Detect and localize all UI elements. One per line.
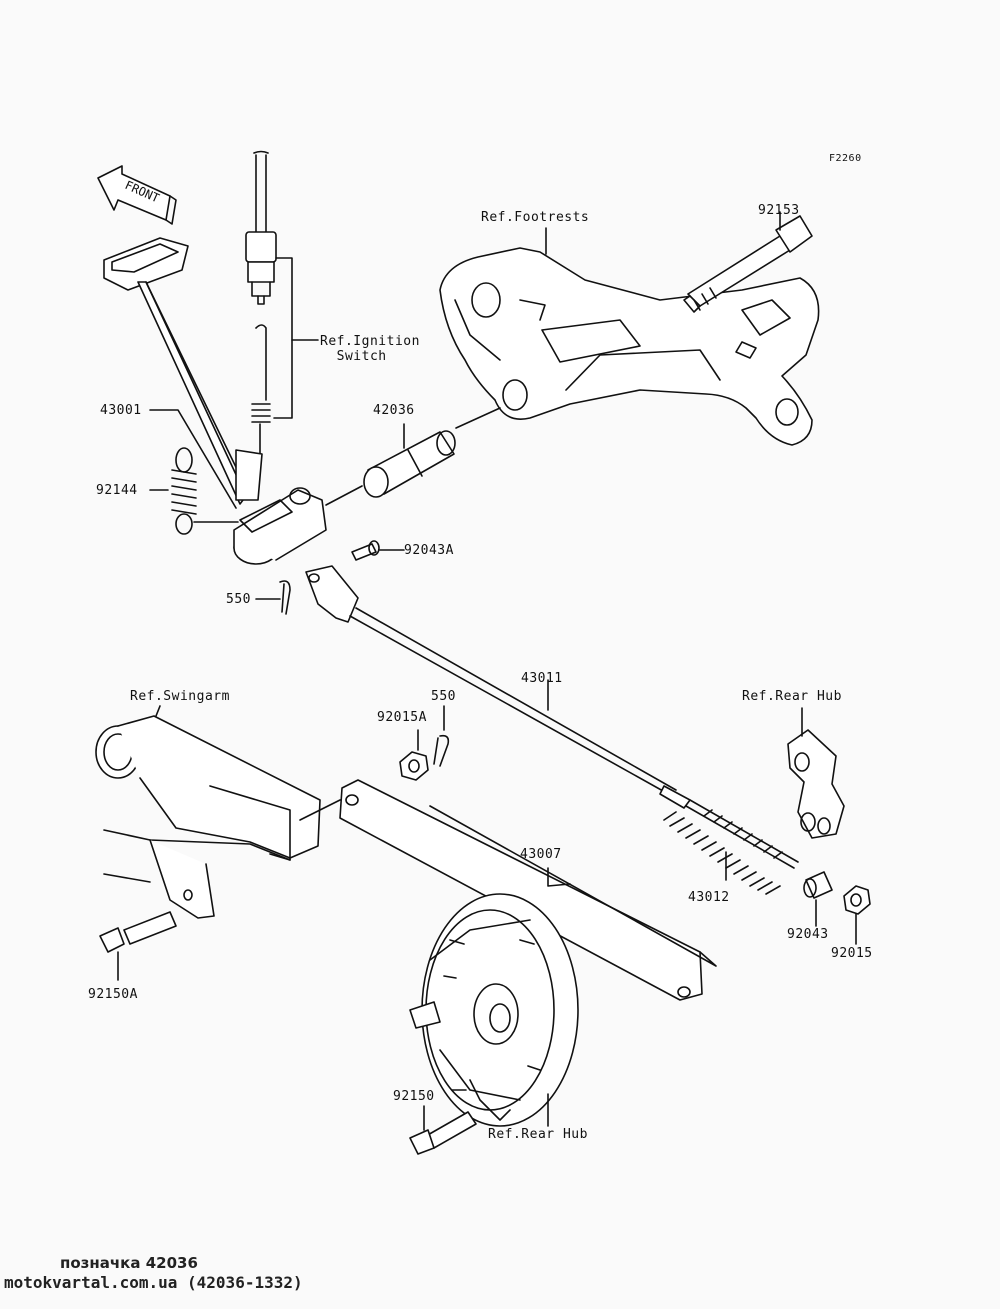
label-92043: 92043 — [787, 927, 829, 942]
label-92153: 92153 — [758, 203, 800, 218]
spring-92144 — [171, 447, 239, 535]
brake-rod-43011 — [305, 565, 799, 869]
brake-panel-rear-hub — [409, 893, 579, 1127]
pin-92043a — [351, 540, 405, 561]
label-550-top: 550 — [226, 592, 251, 607]
front-arrow-icon: FRONT — [97, 165, 177, 225]
label-92015a: 92015A — [377, 710, 427, 725]
swingarm-part — [95, 705, 341, 919]
label-ref-rear-hub-top: Ref.Rear Hub — [742, 689, 842, 704]
collar-42036 — [325, 407, 501, 506]
label-92015: 92015 — [831, 946, 873, 961]
bolt-92153 — [683, 215, 813, 313]
figure-code: F2260 — [829, 153, 862, 164]
ignition-switch-part — [245, 150, 277, 465]
label-92144: 92144 — [96, 483, 138, 498]
label-43007: 43007 — [520, 847, 562, 862]
collar-92043 — [803, 871, 833, 927]
label-550-bottom: 550 — [431, 689, 456, 704]
label-92043a: 92043A — [404, 543, 454, 558]
label-43001: 43001 — [100, 403, 142, 418]
cotter-pin-550-bottom — [433, 705, 450, 767]
bolt-92150a — [99, 911, 177, 981]
watermark-line2: motokvartal.com.ua (42036-1332) — [4, 1273, 303, 1292]
bolt-92150 — [409, 1105, 477, 1155]
label-ref-rear-hub-bottom: Ref.Rear Hub — [488, 1127, 588, 1142]
footrest-bracket-part — [439, 247, 820, 446]
label-92150a: 92150A — [88, 987, 138, 1002]
label-43011: 43011 — [521, 671, 563, 686]
label-ref-footrests: Ref.Footrests — [481, 210, 590, 225]
nut-92015a — [399, 729, 429, 781]
nut-92015 — [843, 885, 871, 945]
spring-43012 — [663, 811, 781, 895]
label-ref-swingarm: Ref.Swingarm — [130, 689, 230, 704]
label-92150: 92150 — [393, 1089, 435, 1104]
watermark-line1: позначка 42036 — [60, 1254, 198, 1272]
torque-link-43007 — [339, 779, 717, 1001]
label-43012: 43012 — [688, 890, 730, 905]
label-ref-ignition-switch: Ref.Ignition Switch — [320, 334, 420, 364]
leader-lines — [149, 211, 781, 509]
brake-pedal-43001 — [103, 237, 327, 565]
label-42036: 42036 — [373, 403, 415, 418]
cotter-pin-550-top — [255, 580, 291, 615]
rear-hub-lever — [787, 707, 845, 839]
